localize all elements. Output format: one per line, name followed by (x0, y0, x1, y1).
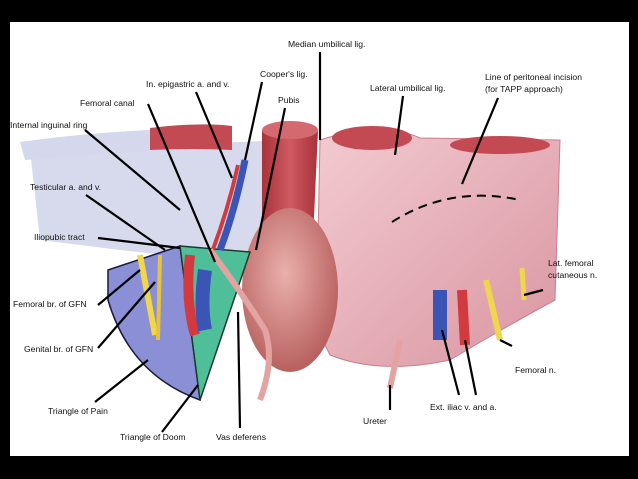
muscle-cut-right (450, 136, 550, 154)
epigastric-vessels (216, 159, 249, 252)
leader-lines (84, 52, 544, 433)
nerve-bundle-left-2 (156, 254, 162, 341)
label-femoral-canal: Femoral canal (80, 98, 135, 108)
bladder (242, 208, 338, 372)
label-internal-inguinal: Internal inguinal ring (10, 120, 88, 130)
femoral-nerve-right (483, 279, 503, 341)
label-lateral-umbilical: Lateral umbilical lig. (370, 83, 445, 93)
epigastric-artery (210, 164, 240, 253)
vas-deferens (207, 248, 272, 402)
label-coopers: Cooper's lig. (260, 69, 308, 79)
ext-iliac-vein-left (195, 269, 212, 332)
abdominal-wall-left (30, 140, 300, 260)
label-vas-deferens: Vas deferens (216, 432, 266, 442)
label-in-epigastric: In. epigastric a. and v. (146, 79, 229, 89)
lateral-umbilical-cut (332, 126, 412, 150)
label-lat-femoral-2: cutaneous n. (548, 270, 597, 280)
label-testicular: Testicular a. and v. (30, 182, 101, 192)
label-femoral-br: Femoral br. of GFN (13, 299, 87, 309)
label-triangle-pain: Triangle of Pain (48, 406, 108, 416)
label-line-incision-1: Line of peritoneal incision (485, 72, 582, 82)
label-femoral-n: Femoral n. (515, 365, 556, 375)
label-triangle-doom: Triangle of Doom (120, 432, 186, 442)
ureter (387, 339, 403, 389)
label-median-umbilical: Median umbilical lig. (288, 39, 365, 49)
label-pubis: Pubis (278, 95, 300, 105)
ext-iliac-artery-left (183, 254, 200, 337)
label-genital-br: Genital br. of GFN (24, 344, 93, 354)
rectus-muscle-top (262, 121, 318, 139)
label-ureter: Ureter (363, 416, 387, 426)
ext-iliac-artery-right (457, 289, 470, 346)
lat-femoral-nerve-right (519, 267, 527, 301)
label-iliopubic: Iliopubic tract (34, 232, 85, 242)
peritoneal-incision-line (391, 194, 521, 223)
label-ext-iliac: Ext. iliac v. and a. (430, 402, 497, 412)
nerve-bundle-left (137, 254, 158, 336)
label-lat-femoral-1: Lat. femoral (548, 258, 593, 268)
label-line-incision-2: (for TAPP approach) (485, 84, 563, 94)
